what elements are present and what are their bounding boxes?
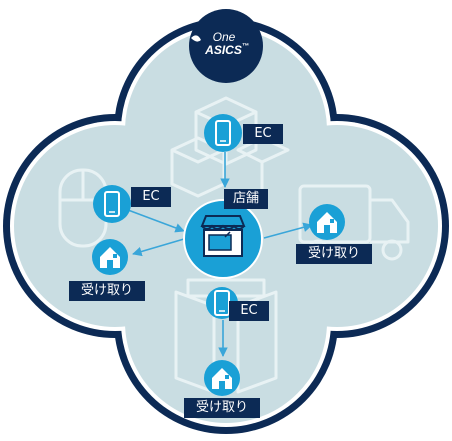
smartphone-icon-top	[204, 114, 242, 152]
logo-trademark: ™	[241, 43, 249, 50]
logo-text-asics: ASICS™	[196, 43, 258, 57]
house-icon-right	[309, 204, 345, 240]
house-icon-left	[92, 239, 128, 275]
label-bottom-pickup: 受け取り	[184, 398, 260, 418]
label-top-ec: EC	[243, 124, 283, 144]
arrow-left-ec-to-store	[127, 209, 185, 233]
flow-arrows	[127, 152, 313, 357]
house-icon-bottom	[204, 360, 240, 396]
label-right-pickup: 受け取り	[296, 244, 372, 264]
logo-text-asics-word: ASICS	[205, 43, 242, 57]
logo-text-one: One	[212, 30, 236, 44]
arrow-store-to-left-pickup	[132, 238, 185, 257]
label-center-store: 店舗	[224, 189, 268, 209]
smartphone-icon-left	[93, 185, 131, 223]
label-left-ec: EC	[131, 187, 171, 207]
one-asics-logo	[189, 9, 263, 83]
label-bottom-ec: EC	[229, 301, 269, 321]
arrow-store-to-right-pickup	[263, 222, 313, 239]
label-left-pickup: 受け取り	[69, 281, 145, 301]
storefront-icon	[183, 199, 263, 279]
